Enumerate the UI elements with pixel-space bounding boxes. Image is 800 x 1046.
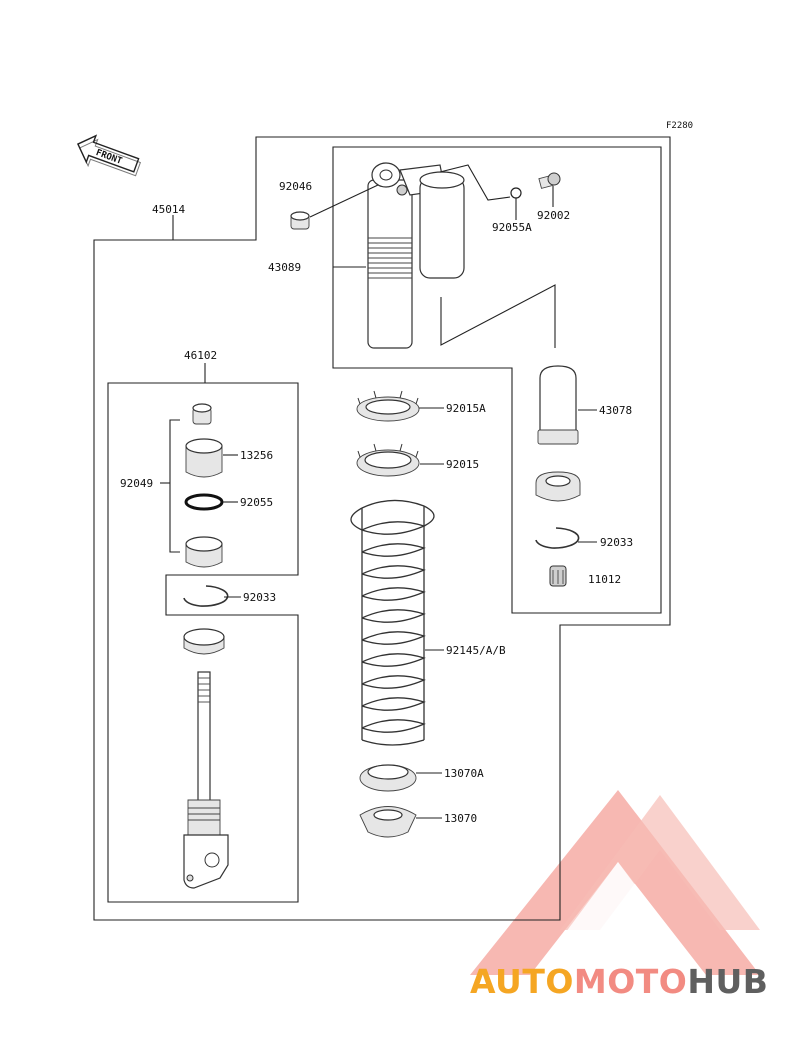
label-92049: 92049 xyxy=(120,477,153,490)
label-45014: 45014 xyxy=(152,203,185,216)
bladder-43078 xyxy=(537,365,579,445)
o-ring-92055 xyxy=(184,493,224,511)
watermark-text: AUTOMOTOHUB xyxy=(470,962,800,1002)
circlip-92033-left xyxy=(183,585,229,607)
label-92015: 92015 xyxy=(446,458,479,471)
adjuster-nut-92015 xyxy=(356,443,420,477)
locknut-92015a xyxy=(356,390,420,422)
label-92046: 92046 xyxy=(279,180,312,193)
watermark-auto: AUTO xyxy=(470,962,574,1001)
label-11012: 11012 xyxy=(588,573,621,586)
label-13070a: 13070A xyxy=(444,767,484,780)
label-92145: 92145/A/B xyxy=(446,644,506,657)
label-92055a: 92055A xyxy=(492,221,532,234)
spring-seat-13070a xyxy=(359,764,417,792)
piston-13256 xyxy=(185,438,223,478)
spring-92145 xyxy=(350,499,435,746)
watermark-hub: HUB xyxy=(687,962,769,1001)
watermark-moto: MOTO xyxy=(573,962,688,1001)
front-arrow-icon: FRONT xyxy=(76,134,142,177)
label-92033-right: 92033 xyxy=(600,536,633,549)
watermark-logo xyxy=(470,790,760,975)
piston-rod xyxy=(183,671,229,889)
spring-guide-13070 xyxy=(359,806,417,838)
bolt-92002 xyxy=(538,172,561,189)
label-92015a: 92015A xyxy=(446,402,486,415)
label-92002: 92002 xyxy=(537,209,570,222)
rod-group-outline-46102 xyxy=(107,382,299,903)
reservoir-cap xyxy=(535,471,581,502)
label-43089: 43089 xyxy=(268,261,301,274)
valve-cap-11012 xyxy=(549,565,567,587)
seal-head xyxy=(183,628,225,655)
label-92055: 92055 xyxy=(240,496,273,509)
label-13256: 13256 xyxy=(240,449,273,462)
piston-lower xyxy=(185,536,223,568)
assembly-outline-45014 xyxy=(93,136,671,921)
nut-top xyxy=(192,403,212,425)
label-13070: 13070 xyxy=(444,812,477,825)
bushing-92046 xyxy=(290,211,310,230)
figure-code: F2280 xyxy=(666,121,693,131)
label-92033-left: 92033 xyxy=(243,591,276,604)
reservoir-cylinder xyxy=(419,171,465,279)
label-46102: 46102 xyxy=(184,349,217,362)
circlip-92033-right xyxy=(535,527,580,549)
label-43078: 43078 xyxy=(599,404,632,417)
o-ring-92055a xyxy=(510,187,522,199)
reservoir-group-outline xyxy=(332,146,662,614)
